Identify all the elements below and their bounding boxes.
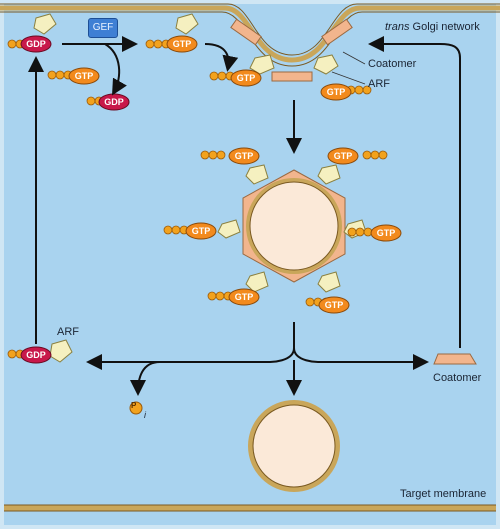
- gtp-oval: [228, 288, 260, 306]
- gtp-label: GTP: [172, 39, 192, 49]
- phosphate-chains: [7, 39, 388, 359]
- phosphate-circle: [129, 401, 143, 415]
- coatomer-label-right: Coatomer: [433, 372, 482, 384]
- arrow-recruit: [204, 43, 239, 72]
- arf-protein: [245, 164, 269, 185]
- arrow-to-pi: [130, 361, 161, 396]
- arrow-coatomer-recycle: [368, 36, 461, 348]
- gtp-oval: [68, 67, 100, 85]
- arrows: [28, 36, 461, 396]
- arf-leader-line: [331, 71, 366, 85]
- gtp-oval: [228, 147, 260, 165]
- gtp-label: GTP: [326, 87, 346, 97]
- gdp-oval: [20, 346, 52, 364]
- gtp-label: GTP: [324, 300, 344, 310]
- arf-protein: [245, 271, 269, 293]
- arf-label-left: ARF: [57, 326, 79, 338]
- pi-subscript: i: [144, 410, 146, 420]
- coatomer-leader-line: [342, 51, 366, 65]
- gdp-label: GDP: [104, 97, 124, 107]
- gtp-oval: [185, 222, 217, 240]
- nucleotide-ovals: [20, 35, 402, 364]
- target-membrane-label: Target membrane: [400, 488, 487, 500]
- arf-protein: [175, 13, 199, 35]
- pi-label: P: [131, 401, 137, 410]
- arf-protein: [313, 54, 339, 75]
- gdp-label: GDP: [26, 39, 46, 49]
- coatomer-block: [271, 71, 313, 82]
- arf-protein: [33, 13, 57, 35]
- gtp-label: GTP: [236, 73, 256, 83]
- arrow-release-coatomer: [293, 347, 429, 370]
- gtp-oval: [370, 224, 402, 242]
- gtp-label: GTP: [234, 292, 254, 302]
- arf-protein: [249, 54, 275, 75]
- gtp-label: GTP: [376, 228, 396, 238]
- coatomer-label-top: Coatomer: [368, 58, 417, 70]
- arf-protein: [317, 271, 341, 293]
- gtp-label: GTP: [333, 151, 353, 161]
- gef-box: GEF: [88, 18, 118, 38]
- gtp-label: GTP: [191, 226, 211, 236]
- arrow-gdp-release: [104, 43, 127, 96]
- coatomer-block: [321, 18, 353, 46]
- target-membrane: [4, 504, 496, 512]
- uncoated-vesicle: [248, 400, 340, 492]
- arf-label-top: ARF: [368, 78, 390, 90]
- gdp-oval: [20, 35, 52, 53]
- free-coatomer: [433, 353, 477, 365]
- coatomer-block: [230, 18, 262, 46]
- golgi-label-italic: trans: [385, 21, 410, 33]
- gtp-label: GTP: [74, 71, 94, 81]
- coated-vesicle: [242, 169, 346, 283]
- gtp-oval: [166, 35, 198, 53]
- gdp-label: GDP: [26, 350, 46, 360]
- gtp-oval: [327, 147, 359, 165]
- golgi-label-rest: Golgi network: [412, 21, 480, 33]
- gtp-oval: [318, 296, 350, 314]
- gtp-oval: [230, 69, 262, 87]
- arf-protein: [317, 164, 341, 185]
- golgi-label: trans Golgi network: [385, 21, 480, 33]
- gtp-oval: [320, 83, 352, 101]
- gtp-label: GTP: [234, 151, 254, 161]
- arf-protein: [217, 219, 241, 239]
